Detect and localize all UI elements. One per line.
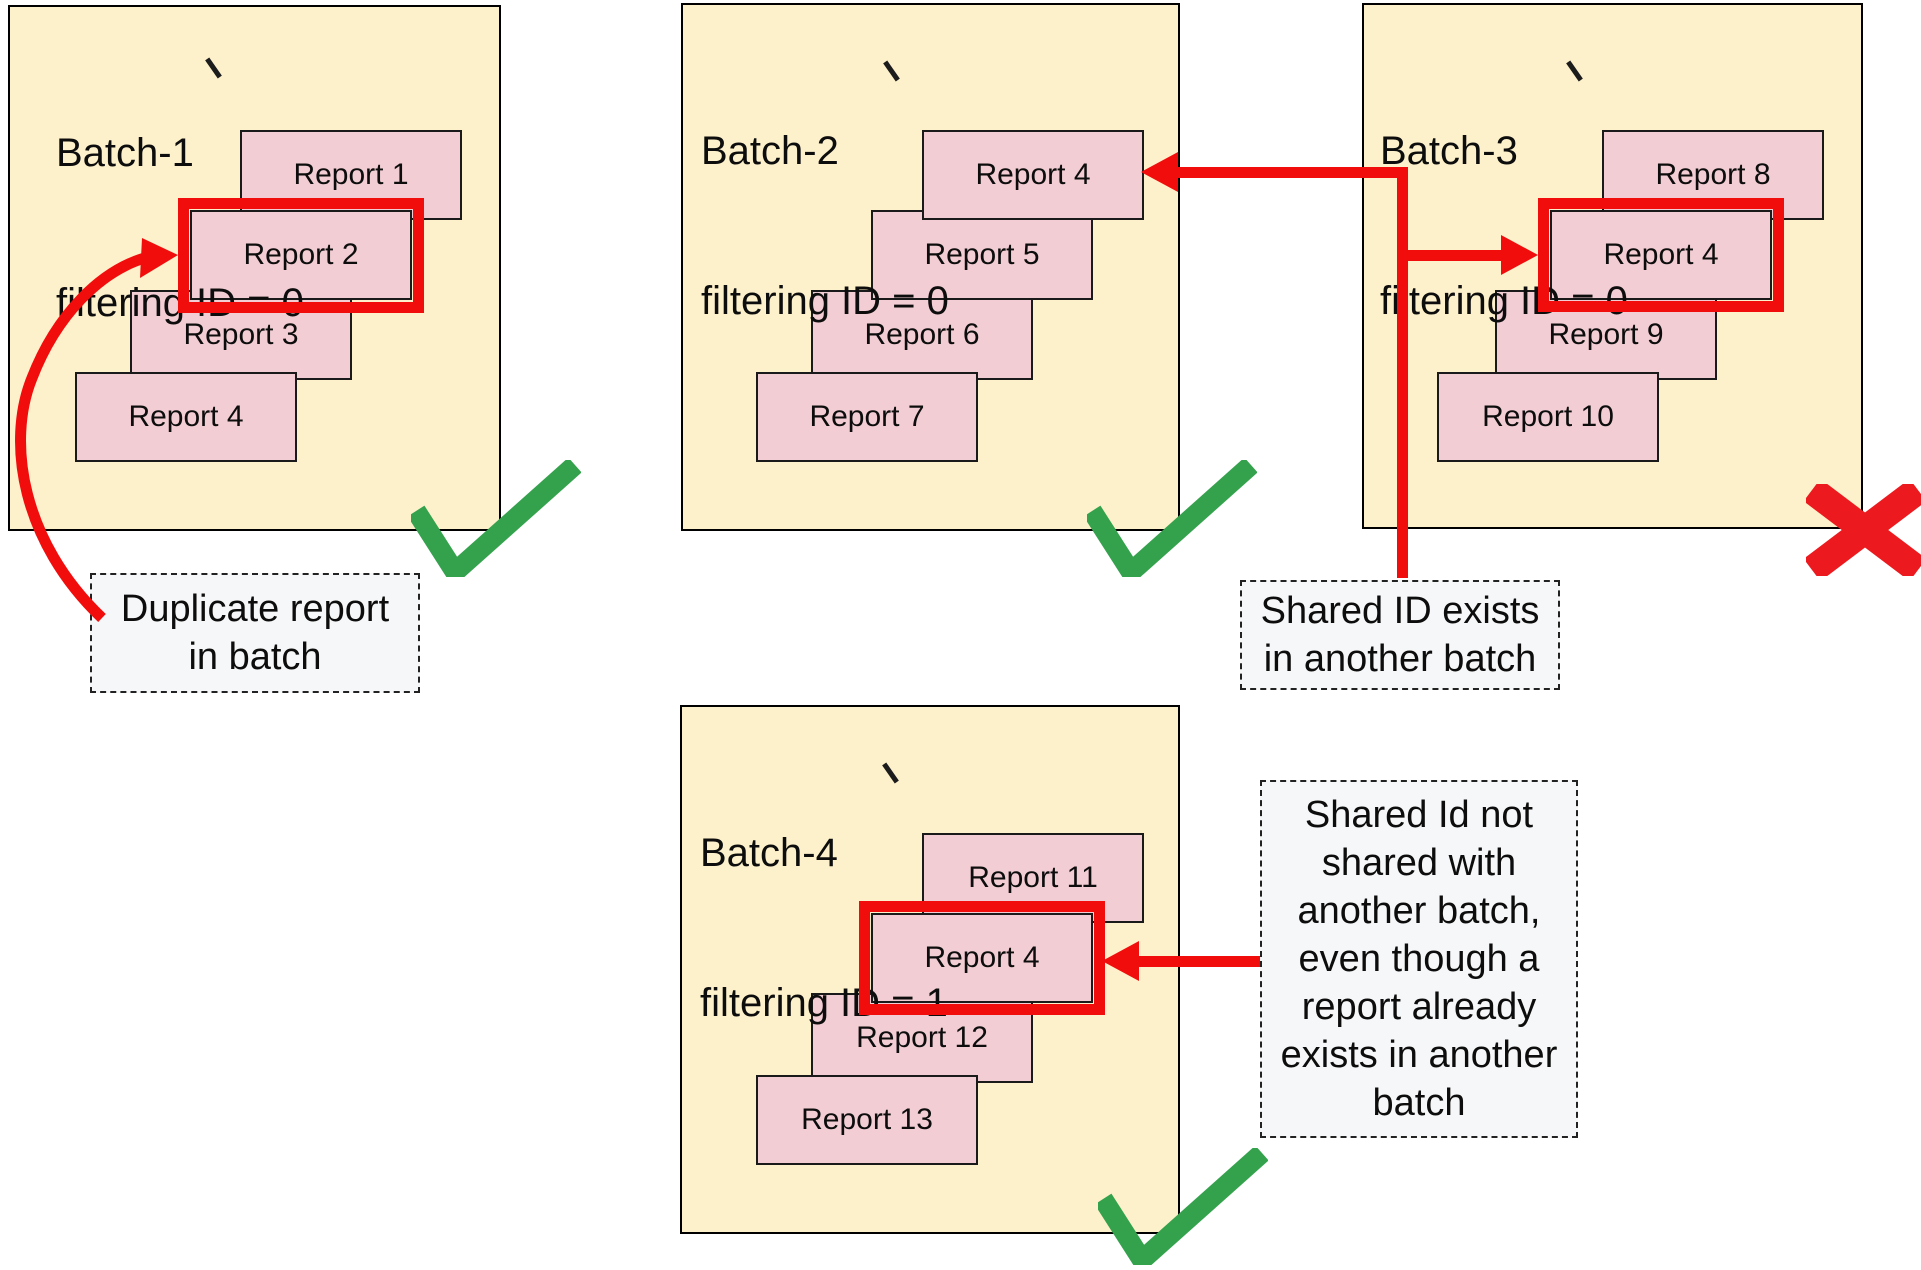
note-line: Shared ID exists bbox=[1260, 590, 1540, 632]
report-label: Report 4 bbox=[1603, 238, 1719, 271]
shared-id-connector-horizontal bbox=[1174, 167, 1408, 178]
report-label: Report 12 bbox=[856, 1021, 988, 1054]
report-label: Report 4 bbox=[128, 400, 244, 433]
report-card: Report 4 bbox=[75, 372, 297, 462]
note-line: report already bbox=[1301, 986, 1537, 1028]
report-label: Report 4 bbox=[924, 941, 1040, 974]
report-label: Report 7 bbox=[809, 400, 925, 433]
shared-id-connector-vertical bbox=[1397, 167, 1408, 578]
report-label: Report 4 bbox=[975, 158, 1091, 191]
note-line: Shared Id not bbox=[1304, 794, 1534, 836]
not-shared-connector bbox=[1134, 956, 1260, 967]
report-card-highlighted: Report 4 bbox=[1550, 210, 1772, 300]
report-card: Report 13 bbox=[756, 1075, 978, 1165]
report-card: Report 6 bbox=[811, 290, 1033, 380]
note-line: batch bbox=[1372, 1082, 1466, 1124]
shared-id-note: Shared ID exists in another batch bbox=[1240, 580, 1560, 690]
report-label: Report 3 bbox=[183, 318, 299, 351]
note-line: shared with bbox=[1321, 842, 1517, 884]
note-line: even though a bbox=[1298, 938, 1540, 980]
report-card-highlighted: Report 4 bbox=[871, 913, 1093, 1003]
report-card: Report 5 bbox=[871, 210, 1093, 300]
duplicate-note: Duplicate report in batch bbox=[90, 573, 420, 693]
note-line: Duplicate report bbox=[120, 588, 390, 630]
note-line: exists in another bbox=[1280, 1034, 1558, 1076]
note-line: in another batch bbox=[1263, 638, 1537, 680]
report-label: Report 10 bbox=[1482, 400, 1614, 433]
report-label: Report 13 bbox=[801, 1103, 933, 1136]
arrowhead-icon bbox=[140, 238, 178, 278]
batch-3-title-line1: Batch-3 bbox=[1380, 129, 1518, 173]
report-card: Report 7 bbox=[756, 372, 978, 462]
report-card: Report 4 bbox=[922, 130, 1144, 220]
report-label: Report 9 bbox=[1548, 318, 1664, 351]
not-shared-highlight-outline bbox=[859, 901, 1105, 1015]
batch-4-title-line2: filtering ID = 1 bbox=[700, 981, 948, 1025]
note-line: in batch bbox=[188, 636, 322, 678]
shared-id-branch-horizontal bbox=[1397, 250, 1504, 261]
report-card-highlighted: Report 2 bbox=[190, 210, 412, 300]
not-shared-note: Shared Id not shared with another batch,… bbox=[1260, 780, 1578, 1138]
report-card: Report 10 bbox=[1437, 372, 1659, 462]
batch-4-title: Batch-4 filtering ID = 1 bbox=[700, 728, 948, 1078]
duplicate-highlight-outline bbox=[178, 198, 424, 313]
batch-2-title-line2: filtering ID = 0 bbox=[701, 279, 949, 323]
duplicate-arrow bbox=[15, 238, 178, 622]
shared-id-highlight-outline bbox=[1538, 198, 1784, 312]
batch-1-title-line1: Batch-1 bbox=[56, 131, 194, 175]
checkmark-icon bbox=[1087, 460, 1257, 577]
batch-2-title-line1: Batch-2 bbox=[701, 129, 839, 173]
checkmark-icon bbox=[1098, 1148, 1268, 1265]
batch-2-title: Batch-2 filtering ID = 0 bbox=[701, 26, 949, 376]
report-label: Report 5 bbox=[924, 238, 1040, 271]
arrowhead-icon bbox=[1501, 235, 1538, 275]
note-line: another batch, bbox=[1297, 890, 1541, 932]
cross-icon bbox=[1806, 484, 1921, 576]
checkmark-icon bbox=[411, 460, 581, 577]
report-label: Report 2 bbox=[243, 238, 359, 271]
report-label: Report 1 bbox=[293, 158, 409, 191]
arrowhead-icon bbox=[1141, 152, 1178, 192]
arrowhead-icon bbox=[1102, 941, 1139, 981]
batch-4-title-line1: Batch-4 bbox=[700, 831, 838, 875]
report-label: Report 11 bbox=[968, 861, 1098, 894]
report-label: Report 8 bbox=[1655, 158, 1771, 191]
report-label: Report 6 bbox=[864, 318, 980, 351]
